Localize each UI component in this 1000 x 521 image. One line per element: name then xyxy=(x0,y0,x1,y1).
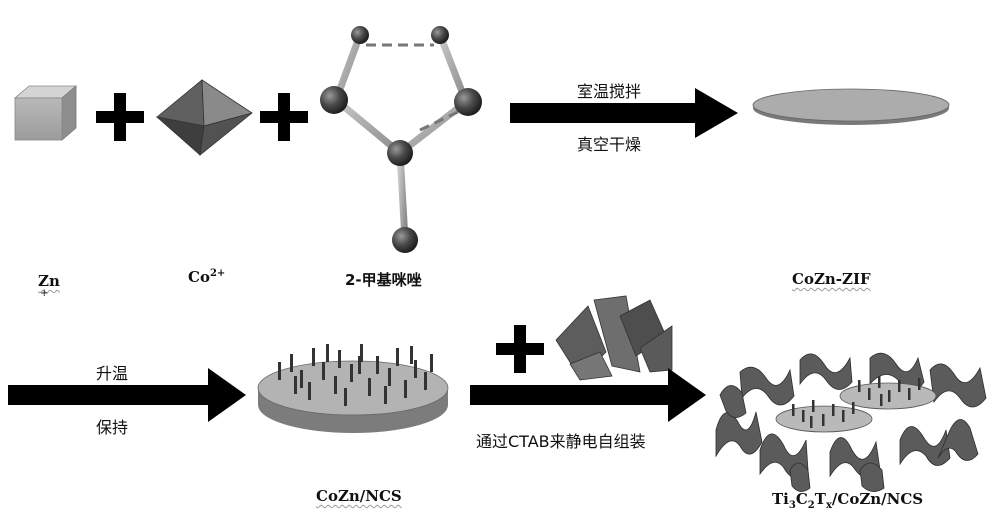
mxene-sheet xyxy=(859,462,885,492)
nanorod xyxy=(294,376,297,394)
process-arrow-2 xyxy=(8,368,246,422)
plus-icon xyxy=(496,325,544,373)
nanorod xyxy=(792,404,795,416)
nanorod xyxy=(802,410,805,422)
co-text: Co xyxy=(188,268,210,286)
nanorod-group xyxy=(278,344,433,406)
sub-2: 2 xyxy=(807,500,815,511)
cozn-ncs-plate-icon xyxy=(257,344,449,433)
nanorod xyxy=(822,414,825,426)
nanorod xyxy=(358,356,361,374)
cozn-zif-label: CoZn-ZIF xyxy=(792,270,871,288)
co-label: Co2+ xyxy=(188,268,225,286)
t-text: T xyxy=(814,490,826,508)
process-arrow-1 xyxy=(510,88,738,138)
nanorod xyxy=(832,404,835,416)
mxene-sheet xyxy=(929,363,987,408)
nanorod xyxy=(880,394,883,406)
nanorod xyxy=(308,382,311,400)
final-product-label: Ti3C2Tx/CoZn/NCS xyxy=(772,490,923,511)
ti3c2tx-composite-icon xyxy=(715,352,987,492)
zn-cube-icon xyxy=(13,85,78,141)
step1-bottom-label: 真空干燥 xyxy=(577,135,642,154)
mxene-sheet xyxy=(937,419,979,461)
nanorod xyxy=(852,402,855,414)
co-charge: 2+ xyxy=(209,268,226,279)
mxene-flake-icon xyxy=(555,295,673,381)
cozn-ncs-text: CoZn/NCS xyxy=(316,487,402,505)
process-arrow-3 xyxy=(470,368,706,422)
zn-mark: + xyxy=(40,288,49,299)
mxene-sheet xyxy=(799,353,853,390)
plus-icon xyxy=(260,93,308,141)
nanorod xyxy=(410,346,413,364)
mxene-sheet xyxy=(739,366,795,406)
cozn-ncs-label: CoZn/NCS xyxy=(316,487,402,505)
nanorod xyxy=(414,360,417,378)
nanorod xyxy=(360,344,363,362)
nanorod xyxy=(388,368,391,386)
nanorod xyxy=(368,378,371,396)
nanorod xyxy=(376,356,379,374)
ti-text: Ti xyxy=(772,490,789,508)
nanorod xyxy=(350,364,353,382)
nanorod xyxy=(384,386,387,404)
octahedron-icon xyxy=(155,79,253,156)
cozn-zif-text: CoZn-ZIF xyxy=(792,270,871,288)
nanorod xyxy=(338,350,341,368)
nanorod xyxy=(300,370,303,388)
nanorod xyxy=(878,376,881,388)
step3-label: 通过CTAB来静电自组装 xyxy=(476,432,646,451)
nanorod xyxy=(858,380,861,392)
mxene-sheet xyxy=(789,462,811,492)
mxene-sheet xyxy=(899,426,951,466)
nanorod xyxy=(898,380,901,392)
nanorod xyxy=(322,362,325,380)
imidazole-molecule-icon xyxy=(320,26,482,253)
nanorod xyxy=(326,344,329,362)
step2-bottom-label: 保持 xyxy=(96,418,129,437)
cozn-zif-plate-icon xyxy=(752,88,950,125)
mxene-sheet xyxy=(869,352,925,392)
mxene-sheet xyxy=(715,411,763,458)
step2-top-label: 升温 xyxy=(96,364,129,383)
nanorod xyxy=(334,376,337,394)
nanorod xyxy=(812,400,815,412)
sub-x: x xyxy=(825,500,832,511)
plus-icon xyxy=(96,93,144,141)
step1-top-label: 室温搅拌 xyxy=(577,82,642,101)
nanorod xyxy=(842,410,845,422)
cozn-ncs-suffix: /CoZn/NCS xyxy=(831,490,924,508)
nanorod xyxy=(908,388,911,400)
nanorod xyxy=(868,388,871,400)
nanorod xyxy=(430,354,433,372)
nanorod xyxy=(290,354,293,372)
mxene-sheet xyxy=(719,385,747,418)
nanorod xyxy=(810,416,813,428)
zn-label: Zn + xyxy=(38,272,60,299)
sub-3: 3 xyxy=(788,500,796,511)
nanorod xyxy=(404,380,407,398)
nanorod xyxy=(312,348,315,366)
c-text: C xyxy=(795,490,808,508)
nanorod xyxy=(888,390,891,402)
nanorod xyxy=(344,388,347,406)
nanorod xyxy=(424,372,427,390)
nanorod xyxy=(278,362,281,380)
zn-text: Zn xyxy=(38,272,60,290)
nanorod xyxy=(396,348,399,366)
nanorod xyxy=(918,378,921,390)
imidazole-label: 2-甲基咪唑 xyxy=(345,271,422,289)
